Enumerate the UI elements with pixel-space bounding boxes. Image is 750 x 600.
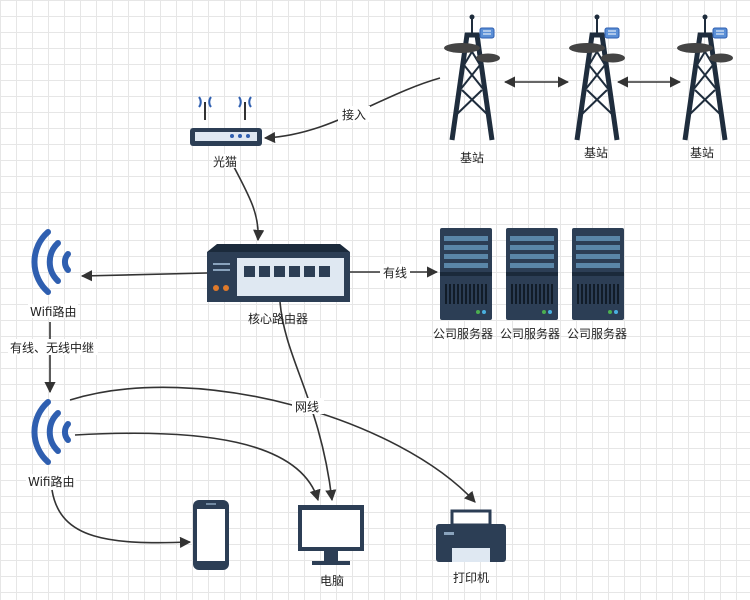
computer-label: 电脑	[320, 574, 344, 588]
tower-node-2: 基站	[569, 15, 625, 160]
server-icon	[571, 227, 625, 321]
wifi-router-node-2: Wifi路由	[26, 402, 76, 489]
edge-label-cable: 网线	[295, 400, 319, 414]
edge-router-computer	[279, 301, 337, 502]
tower-icon	[569, 15, 625, 141]
edge-labels: 接入 有线 有线、无线中继 网线	[8, 106, 410, 414]
modem-icon	[190, 96, 262, 146]
wifi-router-node-1: Wifi路由	[28, 232, 78, 319]
tower-icon	[677, 15, 733, 141]
printer-label: 打印机	[453, 571, 489, 585]
edge-wifi2-phone	[51, 489, 192, 548]
modem-label: 光猫	[213, 155, 237, 169]
tower-icon	[444, 15, 500, 141]
edge-label-access: 接入	[342, 107, 366, 122]
core-router-label: 核心路由器	[248, 311, 308, 326]
modem-node: 光猫	[190, 96, 262, 169]
edge-wifi2-computer	[74, 432, 321, 502]
printer-icon	[436, 509, 506, 562]
server-label-1: 公司服务器	[433, 326, 493, 341]
server-label-3: 公司服务器	[567, 326, 627, 341]
server-node-3: 公司服务器	[567, 227, 627, 341]
smartphone-icon	[193, 500, 229, 570]
wifi-label-2: Wifi路由	[28, 474, 75, 489]
core-router-node: 核心路由器	[207, 244, 350, 326]
wifi-icon	[34, 232, 68, 292]
tower-label-1: 基站	[460, 151, 484, 165]
monitor-icon	[298, 505, 364, 565]
edge-label-wired: 有线	[383, 266, 407, 280]
computer-node: 电脑	[298, 505, 364, 588]
phone-node	[193, 500, 229, 570]
tower-label-3: 基站	[690, 146, 714, 160]
server-node-2: 公司服务器	[500, 227, 560, 341]
router-switch-icon	[207, 244, 350, 302]
server-icon	[439, 227, 493, 321]
printer-node: 打印机	[436, 509, 506, 585]
edge-router-wifi1	[80, 270, 208, 282]
edge-wifi2-printer	[69, 386, 476, 503]
server-node-1: 公司服务器	[433, 227, 493, 341]
wifi-icon	[34, 402, 68, 462]
edge-label-relay: 有线、无线中继	[10, 340, 94, 355]
tower-node-3: 基站	[677, 15, 733, 160]
server-label-2: 公司服务器	[500, 326, 560, 341]
tower-node-1: 基站	[444, 15, 500, 165]
wifi-label-1: Wifi路由	[30, 304, 77, 319]
server-icon	[505, 227, 559, 321]
tower-label-2: 基站	[584, 146, 608, 160]
